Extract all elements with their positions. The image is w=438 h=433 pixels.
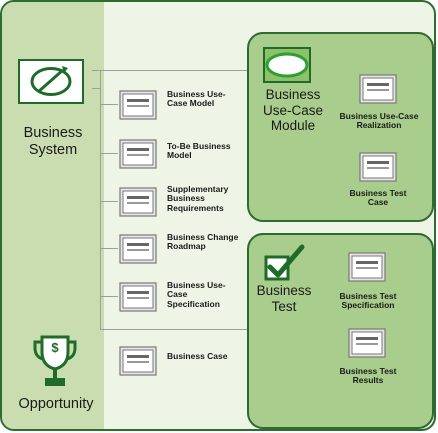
business-system-label: Business System xyxy=(23,125,83,158)
connector-top xyxy=(92,70,247,71)
connector-bus xyxy=(100,70,101,330)
document-icon xyxy=(348,252,386,282)
artifact-label-3: Supplementary Business Requirements xyxy=(167,184,229,213)
artifact-label-6: Business Case xyxy=(167,351,228,361)
test-results-label: Business Test Results xyxy=(339,366,397,386)
artifact-label-4: Business Change Roadmap xyxy=(167,232,239,252)
test-module-title: Business Test xyxy=(256,283,312,314)
test-case-label: Business Test Case xyxy=(349,188,407,208)
test-specification-label: Business Test Specification xyxy=(339,291,397,311)
document-icon xyxy=(348,328,386,358)
use-case-module-title: Business Use-Case Module xyxy=(262,87,324,134)
opportunity-label: Opportunity xyxy=(18,396,94,412)
trophy-dollar-icon xyxy=(32,334,78,390)
artifact-label-1: Business Use-Case Model xyxy=(167,89,226,109)
document-icon xyxy=(119,90,157,120)
document-icon xyxy=(119,187,157,217)
document-icon xyxy=(359,152,397,182)
connector-branch-4 xyxy=(100,248,118,249)
connector-left-stub xyxy=(92,88,101,89)
connector-branch-5 xyxy=(100,296,118,297)
document-icon xyxy=(119,234,157,264)
document-icon xyxy=(359,74,397,104)
business-system-icon xyxy=(18,59,84,104)
connector-branch-1 xyxy=(100,104,118,105)
dollar-sign: $ xyxy=(51,340,59,355)
ellipse-icon xyxy=(263,47,311,83)
connector-bottom xyxy=(100,329,247,330)
artifact-label-5: Business Use-Case Specification xyxy=(167,280,226,309)
document-icon xyxy=(119,282,157,312)
document-icon xyxy=(119,139,157,169)
connector-branch-3 xyxy=(100,201,118,202)
checkbox-icon xyxy=(262,243,310,283)
use-case-realization-label: Business Use-Case Realization xyxy=(339,111,419,131)
document-icon xyxy=(119,346,157,376)
connector-branch-2 xyxy=(100,153,118,154)
artifact-label-2: To-Be Business Model xyxy=(167,141,231,161)
